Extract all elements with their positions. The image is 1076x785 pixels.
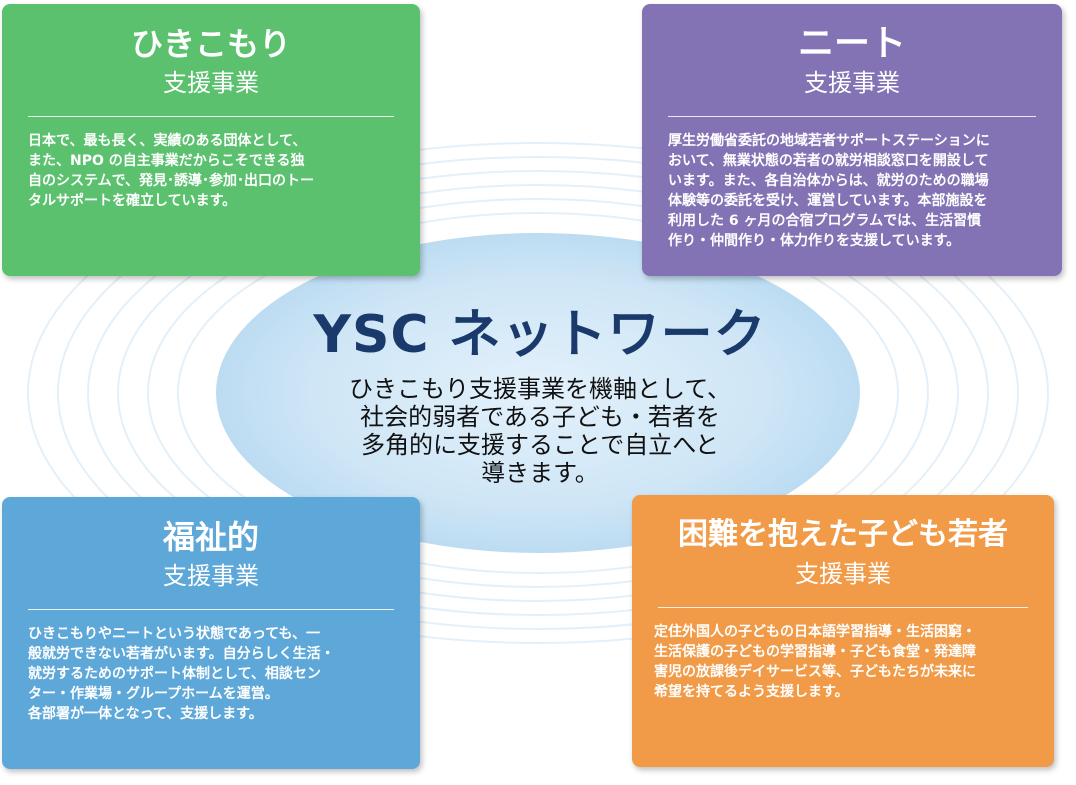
card-title: ひきこもり (130, 25, 291, 63)
card-subtitle: 支援事業 (163, 562, 259, 590)
card-title: 福祉的 (162, 518, 259, 556)
outer-ring (87, 170, 989, 616)
divider (28, 116, 394, 117)
card-title: ニート (797, 23, 906, 64)
network-description: ひきこもり支援事業を機軸として、 社会的弱者である子ども・若者を 多角的に支援す… (348, 375, 732, 487)
hikikomori-support-card: ひきこもり 支援事業 日本で、最も長く、実績のある団体として、 また、NPO の… (2, 4, 420, 276)
welfare-support-card: 福祉的 支援事業 ひきこもりやニートという状態であっても、一 般就労できない若者… (2, 497, 420, 769)
outer-ring (177, 212, 899, 574)
divider (658, 607, 1028, 608)
card-body: 厚生労働省委託の地域若者サポートステーションに おいて、無業状態の若者の就労相談… (668, 133, 990, 249)
card-body: 定住外国人の子どもの日本語学習指導・生活困窮・ 生活保護の子どもの学習指導・子ど… (654, 624, 976, 700)
outer-ring (147, 198, 929, 588)
divider (28, 609, 394, 610)
card-title: 困難を抱えた子ども若者 (678, 517, 1008, 552)
card-subtitle: 支援事業 (795, 560, 891, 588)
center-ellipse (216, 233, 860, 553)
neet-support-card: ニート 支援事業 厚生労働省委託の地域若者サポートステーションに おいて、無業状… (642, 4, 1062, 276)
network-title: YSC ネットワーク (313, 305, 767, 365)
outer-ring (57, 156, 1019, 630)
card-subtitle: 支援事業 (163, 69, 259, 97)
card-body: 日本で、最も長く、実績のある団体として、 また、NPO の自主事業だからこそでき… (28, 133, 315, 209)
children-youth-support-card: 困難を抱えた子ども若者 支援事業 定住外国人の子どもの日本語学習指導・生活困窮・… (632, 495, 1054, 767)
outer-ring (117, 184, 959, 602)
outer-ring (27, 142, 1049, 644)
card-subtitle: 支援事業 (804, 69, 900, 97)
card-body: ひきこもりやニートという状態であっても、一 般就労できない若者がいます。自分らし… (28, 626, 335, 722)
divider (668, 116, 1036, 117)
